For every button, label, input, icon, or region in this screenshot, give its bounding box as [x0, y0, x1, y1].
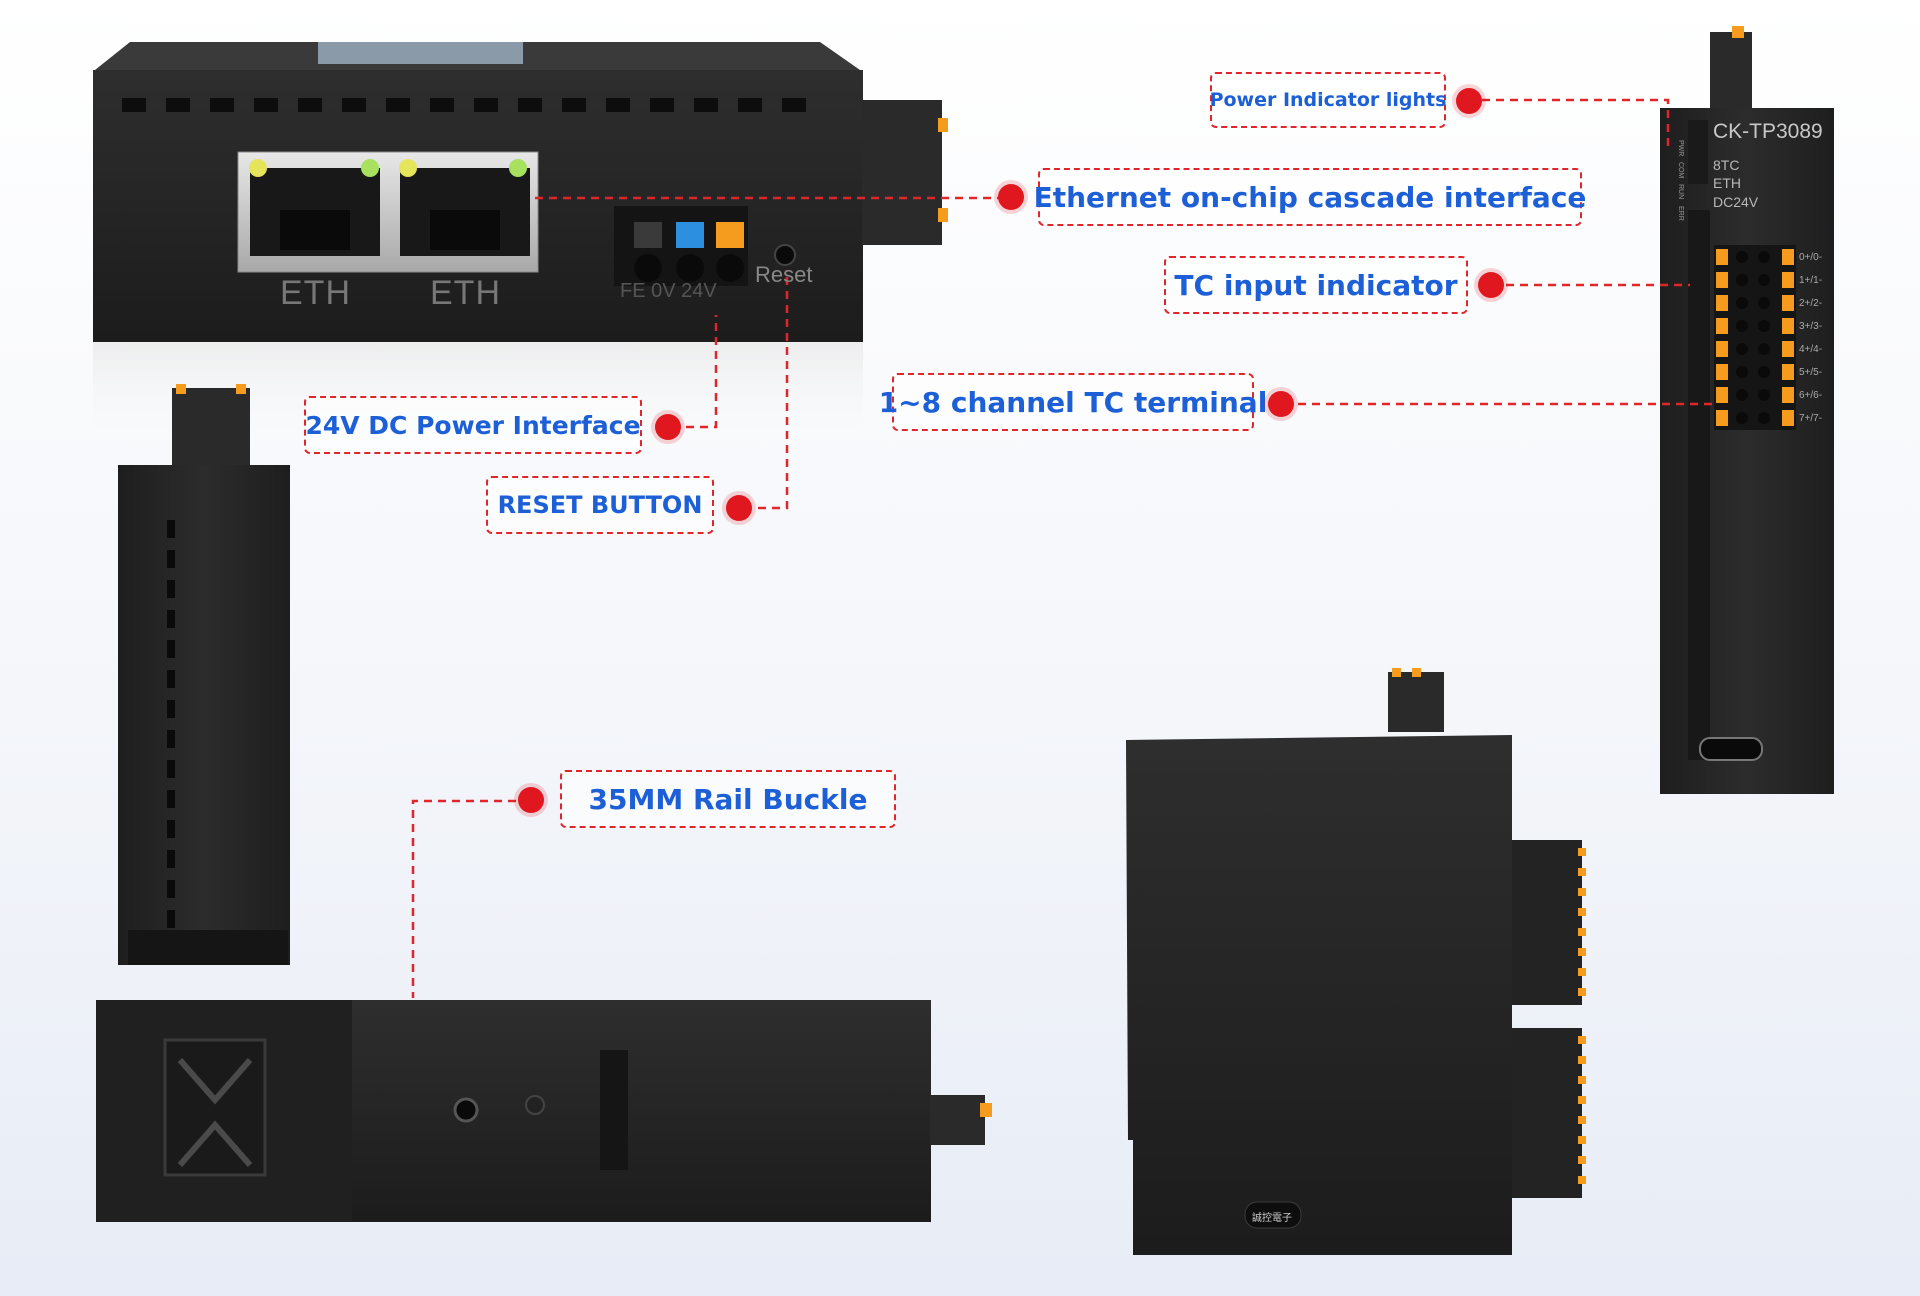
led-label-com: COM: [1677, 162, 1684, 179]
callout-reset: RESET BUTTON: [486, 476, 714, 534]
channel-label: 6+/6-: [1799, 390, 1823, 401]
callout-power-indicator: Power Indicator lights: [1210, 72, 1446, 128]
channel-label: 7+/7-: [1799, 413, 1823, 424]
callout-rail: 35MM Rail Buckle: [560, 770, 896, 828]
channel-label: 0+/0-: [1799, 252, 1823, 263]
marker-dot: [518, 787, 544, 813]
callout-ethernet: Ethernet on-chip cascade interface: [1034, 168, 1586, 226]
channel-label: 3+/3-: [1799, 321, 1823, 332]
top-view-module: [93, 42, 948, 460]
power-terminal-label: FE 0V 24V: [620, 280, 717, 302]
marker-dot: [1456, 88, 1482, 114]
narrow-side-module: [118, 384, 290, 965]
spec-line-2: ETH: [1713, 175, 1741, 191]
bottom-view-module: [96, 1000, 992, 1222]
callout-tc-terminal-text: 1~8 channel TC terminal: [878, 385, 1268, 419]
marker-dot: [655, 414, 681, 440]
leader-lines: [411, 98, 1714, 998]
channel-label: 5+/5-: [1799, 367, 1823, 378]
callout-ethernet-text: Ethernet on-chip cascade interface: [1033, 180, 1587, 214]
callout-power-indicator-text: Power Indicator lights: [1209, 89, 1447, 111]
callout-reset-text: RESET BUTTON: [497, 491, 703, 519]
channel-label: 4+/4-: [1799, 344, 1823, 355]
led-label-run: RUN: [1677, 184, 1684, 200]
callout-tc-indicator: TC input indicator: [1164, 256, 1468, 314]
marker-dot: [726, 495, 752, 521]
eth-label-right: ETH: [430, 274, 501, 312]
callout-rail-text: 35MM Rail Buckle: [588, 782, 868, 816]
led-label-err: ERR: [1677, 206, 1684, 221]
channel-labels: 0+/0- 1+/1- 2+/2- 3+/3- 4+/4- 5+/5- 6+/6…: [1799, 252, 1833, 436]
channel-label: 1+/1-: [1799, 275, 1823, 286]
callout-tc-terminal: 1~8 channel TC terminal: [879, 373, 1267, 431]
brand-badge: 誠控電子: [1252, 1213, 1292, 1224]
marker-dot: [1268, 391, 1294, 417]
model-label: CK-TP3089: [1713, 120, 1823, 143]
callout-power-24v-text: 24V DC Power Interface: [305, 410, 641, 440]
callout-power-24v: 24V DC Power Interface: [304, 396, 642, 454]
spec-line-1: 8TC: [1713, 157, 1740, 173]
marker-dot: [998, 184, 1024, 210]
side-view-module: [1126, 668, 1586, 1255]
led-labels: PWR COM RUN ERR: [1677, 140, 1700, 230]
marker-dot: [1478, 272, 1504, 298]
eth-label-left: ETH: [280, 274, 351, 312]
spec-line-3: DC24V: [1713, 194, 1759, 210]
front-panel-module: [1660, 26, 1834, 794]
callout-tc-indicator-text: TC input indicator: [1174, 268, 1458, 302]
channel-label: 2+/2-: [1799, 298, 1823, 309]
reset-label: Reset: [755, 262, 813, 287]
led-label-pwr: PWR: [1677, 140, 1684, 157]
